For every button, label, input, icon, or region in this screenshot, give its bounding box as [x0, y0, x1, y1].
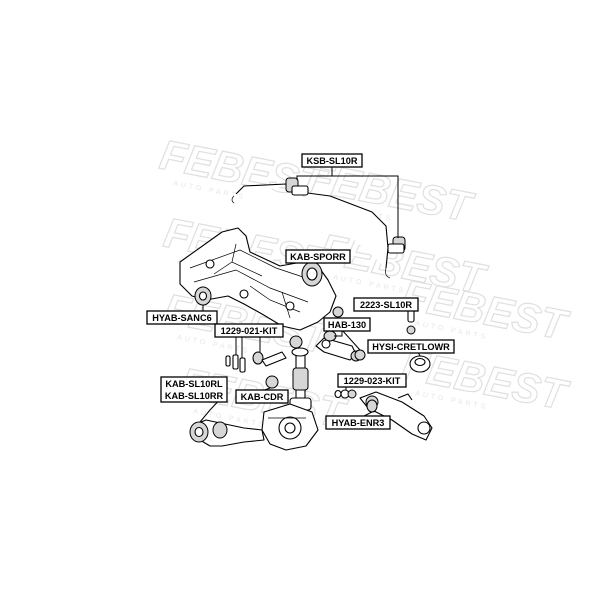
- label-hab-130: HAB-130: [323, 317, 371, 332]
- stabilizer-bracket-right: [387, 243, 405, 254]
- rear-knuckle: [261, 403, 319, 451]
- label-text: 1229-023-KIT: [344, 376, 401, 386]
- stabilizer-bracket-left: [291, 185, 309, 196]
- label-kab-sporr: KAB-SPORR: [285, 249, 351, 264]
- label-hysi-cretlowr: HYSI-CRETLOWR: [367, 339, 455, 354]
- watermark-1: FEBEST AUTO PARTS: [156, 130, 332, 210]
- label-ksb-sl10r: KSB-SL10R: [301, 153, 363, 168]
- label-text: KSB-SL10R: [306, 156, 357, 166]
- label-text: KAB-CDR: [241, 392, 284, 402]
- label-text: HYAB-SANC6: [152, 313, 211, 323]
- rear-subframe: [179, 227, 344, 349]
- label-text: HYSI-CRETLOWR: [372, 342, 450, 352]
- label-hyab-sanc6: HYAB-SANC6: [146, 310, 218, 325]
- label-text: 2223-SL10R: [360, 300, 412, 310]
- label-text: 1229-021-KIT: [221, 326, 278, 336]
- label-kab-cdr: KAB-CDR: [235, 389, 289, 404]
- label-text: KAB-SL10RL: [165, 379, 223, 389]
- label-text: HAB-130: [328, 320, 366, 330]
- bolt-2: [239, 357, 246, 373]
- label-2223-sl10r: 2223-SL10R: [353, 297, 419, 312]
- label-hyab-enr3: HYAB-ENR3: [325, 415, 391, 430]
- label-1229-023-kit: 1229-023-KIT: [337, 373, 407, 388]
- label-text: KAB-SPORR: [290, 252, 346, 262]
- label-kab-sl10rl-rr: KAB-SL10RL KAB-SL10RR: [160, 376, 228, 403]
- bolt-3: [225, 355, 231, 367]
- label-text: KAB-SL10RR: [165, 391, 224, 401]
- label-text: HYAB-ENR3: [332, 418, 385, 428]
- stabilizer-bar: [231, 177, 406, 279]
- trailing-arm: [189, 419, 265, 447]
- label-1229-021-kit: 1229-021-KIT: [214, 323, 284, 338]
- bolt-1: [232, 354, 239, 370]
- kab-cdr-bushing: [252, 351, 264, 365]
